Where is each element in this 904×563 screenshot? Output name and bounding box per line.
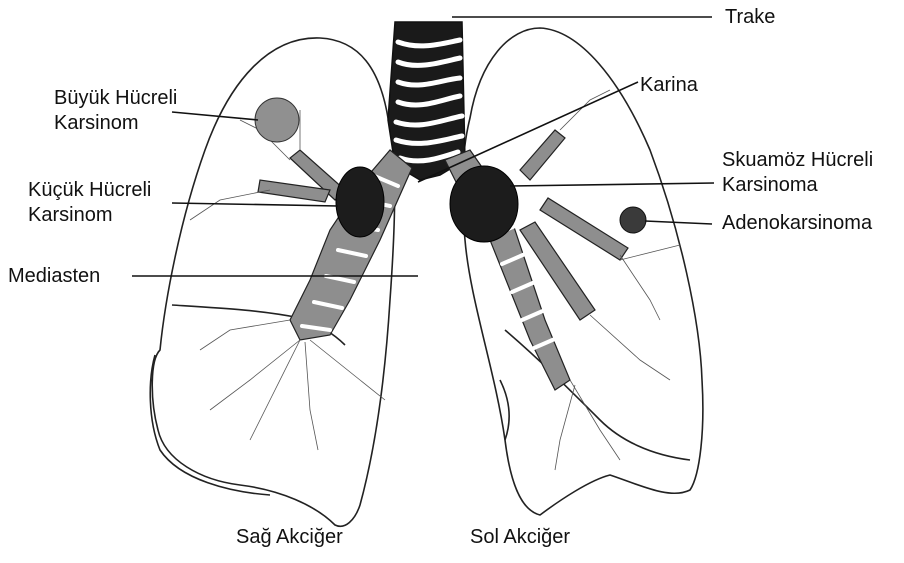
- left-upper-branch: [520, 130, 565, 180]
- label-buyuk-line1: Büyük Hücreli: [54, 86, 177, 110]
- label-trake: Trake: [725, 5, 775, 29]
- left-lung-outline: [462, 28, 703, 515]
- label-buyuk-line2: Karsinom: [54, 111, 138, 135]
- left-lung-fissure-2: [500, 380, 509, 440]
- label-skuamoz-line1: Skuamöz Hücreli: [722, 148, 873, 172]
- label-sag-akciger: Sağ Akciğer: [236, 525, 343, 549]
- buyuk-leader: [172, 112, 258, 120]
- small-cell-carcinoma-mass: [336, 167, 384, 237]
- label-mediasten: Mediasten: [8, 264, 100, 288]
- label-sol-akciger: Sol Akciğer: [470, 525, 570, 549]
- adeno-leader: [645, 221, 712, 224]
- adenocarcinoma-mass: [620, 207, 646, 233]
- right-lung-edge: [150, 355, 270, 495]
- large-cell-carcinoma-mass: [255, 98, 299, 142]
- skuamoz-leader: [510, 183, 714, 186]
- label-skuamoz-line2: Karsinoma: [722, 173, 818, 197]
- squamous-cell-carcinoma-mass: [450, 166, 518, 242]
- label-karina: Karina: [640, 73, 698, 97]
- label-adenokarsinoma: Adenokarsinoma: [722, 211, 872, 235]
- label-kucuk-line1: Küçük Hücreli: [28, 178, 151, 202]
- kucuk-leader: [172, 203, 338, 206]
- label-kucuk-line2: Karsinom: [28, 203, 112, 227]
